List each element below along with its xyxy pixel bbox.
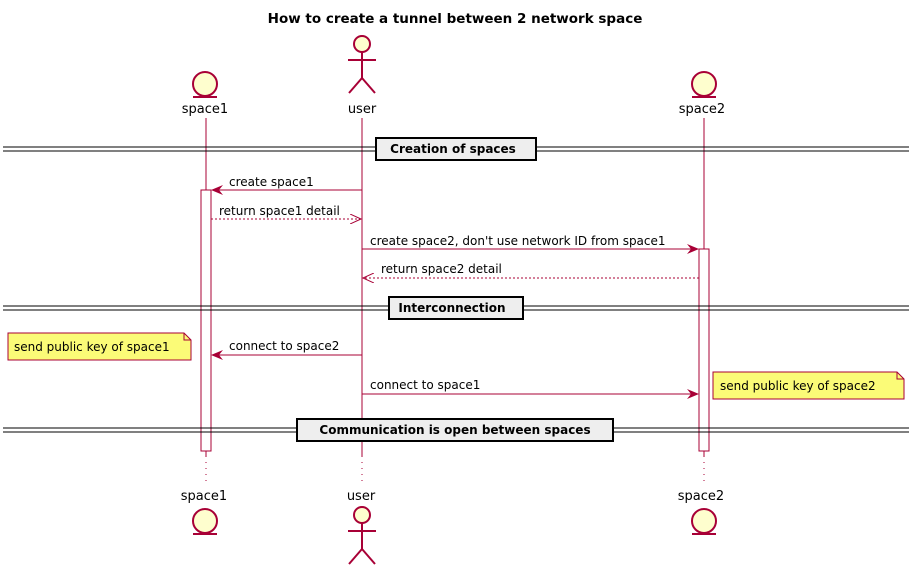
message-label: connect to space1 (370, 378, 480, 392)
divider-communication-open: Communication is open between spaces (3, 418, 909, 442)
entity-icon (691, 71, 717, 97)
note-label: send public key of space1 (14, 340, 170, 354)
divider-label: Interconnection (398, 301, 505, 315)
actor-icon (348, 506, 376, 565)
entity-icon (192, 71, 218, 97)
participant-user-bottom: user (347, 489, 376, 565)
note-space1: send public key of space1 (7, 332, 192, 361)
participant-space2-top: space2 (679, 71, 725, 117)
participant-label: space1 (181, 489, 227, 504)
message-create-space1: create space1 (211, 175, 362, 195)
activation-bar-space2 (698, 248, 710, 452)
note-space2: send public key of space2 (712, 371, 905, 400)
participant-space2-bottom: space2 (678, 489, 724, 535)
participant-label: user (348, 102, 377, 117)
participant-space1-top: space1 (182, 71, 228, 117)
message-connect-to-space1: connect to space1 (362, 378, 699, 399)
message-return-space1-detail: return space1 detail (211, 204, 361, 219)
diagram-title: How to create a tunnel between 2 network… (268, 11, 643, 27)
message-create-space2: create space2, don't use network ID from… (362, 234, 699, 254)
note-label: send public key of space2 (720, 379, 876, 393)
message-return-space2-detail: return space2 detail (363, 262, 699, 278)
participant-label: space1 (182, 102, 228, 117)
entity-icon (192, 508, 218, 534)
divider-label: Communication is open between spaces (319, 423, 590, 437)
participant-label: space2 (679, 102, 725, 117)
message-label: connect to space2 (229, 339, 339, 353)
message-connect-to-space2: connect to space2 (211, 339, 362, 360)
entity-icon (691, 508, 717, 534)
divider-label: Creation of spaces (390, 142, 516, 156)
participant-space1-bottom: space1 (181, 489, 227, 535)
divider-creation-of-spaces: Creation of spaces (3, 137, 909, 161)
message-label: create space1 (229, 175, 314, 189)
actor-icon (348, 35, 376, 94)
message-label: create space2, don't use network ID from… (370, 234, 666, 248)
participant-label: space2 (678, 489, 724, 504)
activation-bar-space1 (200, 189, 212, 452)
divider-interconnection: Interconnection (3, 296, 909, 320)
message-label: return space1 detail (219, 204, 340, 218)
participant-label: user (347, 489, 376, 504)
participant-user-top: user (348, 35, 377, 117)
message-label: return space2 detail (381, 262, 502, 276)
